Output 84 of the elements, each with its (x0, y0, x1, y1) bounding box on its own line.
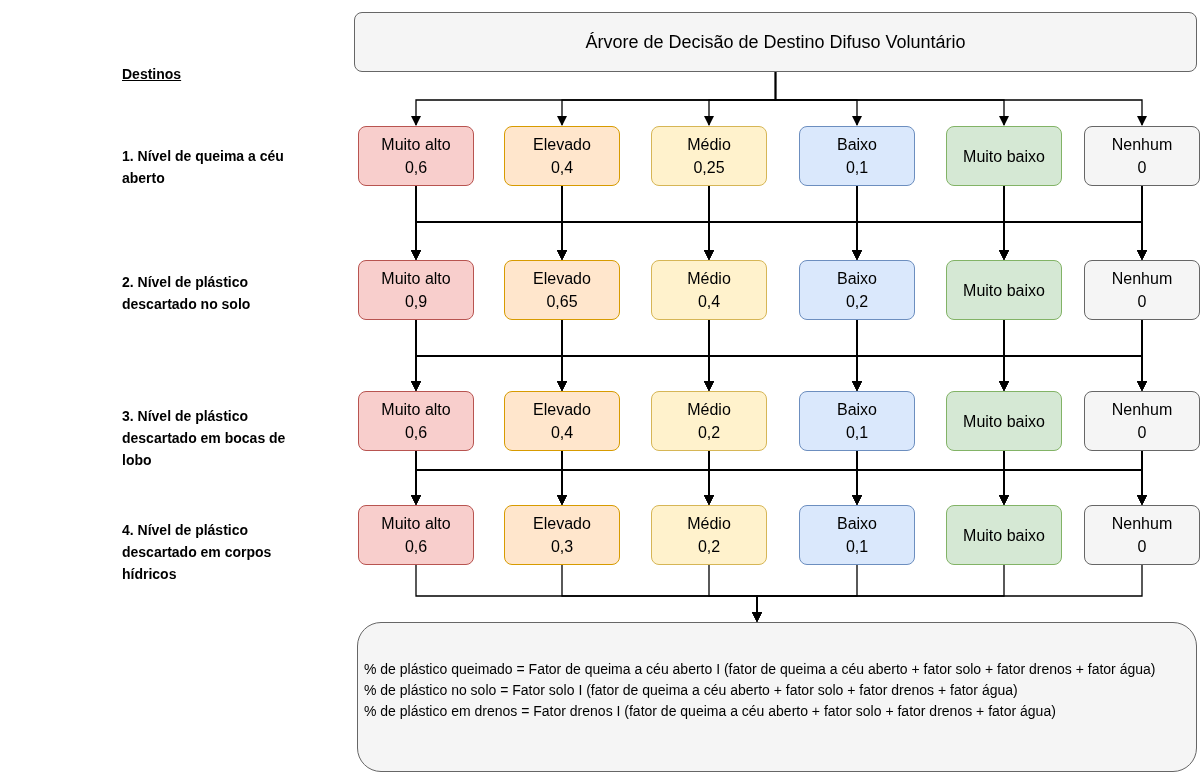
factor-value: 0,4 (550, 158, 574, 178)
level-name: Baixo (837, 135, 877, 155)
row-label: 4. Nível de plástico descartado em corpos hídricos (122, 521, 273, 584)
level-name: Muito baixo (963, 411, 1045, 432)
level-name: Baixo (837, 269, 877, 289)
factor-value: 0,3 (550, 537, 574, 557)
level-box (1084, 126, 1200, 186)
level-box (504, 126, 620, 186)
level-box (946, 391, 1062, 451)
level-name: Muito baixo (963, 525, 1045, 546)
factor-value: 0 (1137, 292, 1147, 312)
level-box (946, 260, 1062, 320)
level-name: Muito alto (381, 514, 451, 534)
level-box (1084, 505, 1200, 565)
level-name: Nenhum (1111, 514, 1173, 534)
level-box (358, 260, 474, 320)
level-name: Elevado (533, 514, 591, 534)
level-name: Muito alto (381, 400, 451, 420)
level-box (504, 391, 620, 451)
factor-value: 0,1 (845, 423, 869, 443)
level-box (358, 391, 474, 451)
factor-value: 0,6 (404, 158, 428, 178)
level-name: Nenhum (1111, 135, 1173, 155)
level-box (651, 391, 767, 451)
factor-value: 0 (1137, 537, 1147, 557)
level-name: Médio (687, 269, 731, 289)
factor-value: 0,6 (404, 537, 428, 557)
level-name: Muito alto (381, 269, 451, 289)
connector-arrow (1137, 319, 1147, 391)
level-box (799, 391, 915, 451)
level-box (946, 126, 1062, 186)
level-box (1084, 391, 1200, 451)
factor-value: 0 (1137, 158, 1147, 178)
level-name: Elevado (533, 400, 591, 420)
level-box (1084, 260, 1200, 320)
level-box (651, 126, 767, 186)
level-box (651, 505, 767, 565)
factor-value: 0,65 (546, 292, 578, 312)
level-box (358, 505, 474, 565)
level-box (504, 260, 620, 320)
level-name: Médio (687, 135, 731, 155)
level-name: Médio (687, 400, 731, 420)
formula-box (357, 622, 1197, 772)
level-box (504, 505, 620, 565)
connector-arrow (752, 564, 1143, 622)
connector-arrow (1137, 450, 1147, 505)
title-box (354, 12, 1197, 72)
formula-text: % de plástico em drenos = Fator drenos I (fator de queima a céu aberto + fator solo + fator drenos + fator água) (364, 702, 1057, 721)
level-box (358, 126, 474, 186)
level-box (946, 505, 1062, 565)
factor-value: 0,4 (697, 292, 721, 312)
factor-value: 0,25 (693, 158, 725, 178)
factor-value: 0,4 (550, 423, 574, 443)
factor-value: 0,1 (845, 537, 869, 557)
factor-value: 0,2 (845, 292, 869, 312)
level-name: Muito baixo (963, 280, 1045, 301)
level-box (651, 260, 767, 320)
level-box (799, 126, 915, 186)
factor-value: 0,9 (404, 292, 428, 312)
factor-value: 0 (1137, 423, 1147, 443)
level-name: Muito baixo (963, 146, 1045, 167)
level-name: Elevado (533, 269, 591, 289)
level-name: Baixo (837, 400, 877, 420)
heading-text: Árvore de Decisão de Destino Difuso Voluntário (585, 30, 966, 54)
level-name: Nenhum (1111, 400, 1173, 420)
factor-value: 0,2 (697, 537, 721, 557)
factor-value: 0,2 (697, 423, 721, 443)
level-name: Baixo (837, 514, 877, 534)
level-name: Médio (687, 514, 731, 534)
formula-text: % de plástico no solo = Fator solo I (fator de queima a céu aberto + fator solo + fator drenos + fator água) (364, 681, 1019, 700)
row-label: 1. Nível de queima a céu aberto (122, 147, 285, 188)
connector-arrow (1137, 185, 1147, 260)
factor-value: 0,1 (845, 158, 869, 178)
factor-value: 0,6 (404, 423, 428, 443)
formula-text: % de plástico queimado = Fator de queima a céu aberto I (fator de queima a céu aberto + fator solo + fator drenos + fator água) (364, 660, 1157, 679)
row-label: 3. Nível de plástico descartado em bocas de lobo (122, 407, 287, 470)
level-name: Elevado (533, 135, 591, 155)
row-label: 2. Nível de plástico descartado no solo (122, 273, 252, 314)
level-name: Nenhum (1111, 269, 1173, 289)
level-name: Muito alto (381, 135, 451, 155)
section-heading: Destinos (122, 65, 183, 84)
connector-arrow (774, 71, 1147, 126)
level-box (799, 505, 915, 565)
level-box (799, 260, 915, 320)
